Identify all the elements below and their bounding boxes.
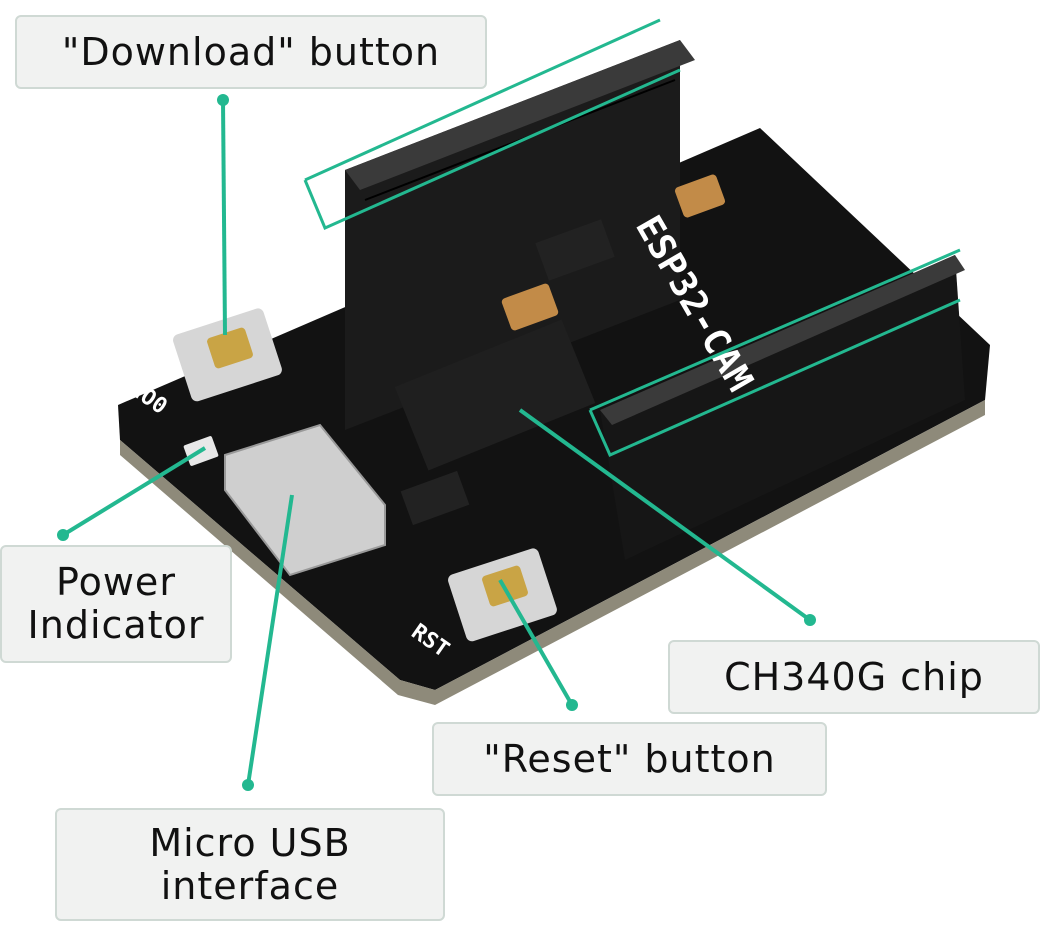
micro-usb-port — [224, 423, 386, 577]
leader-ch340g — [518, 408, 812, 622]
leader-reset — [498, 579, 574, 706]
download-switch-cap — [207, 327, 253, 369]
reset-button-label-text: "Reset" button — [483, 736, 776, 781]
leader-download — [221, 99, 227, 336]
header-right-highlight — [588, 248, 961, 457]
ch340g-chip-label: CH340G chip — [668, 640, 1040, 714]
header-right-side — [600, 255, 965, 560]
download-button-label-text: "Download" button — [61, 29, 441, 74]
capacitor-1 — [674, 174, 726, 218]
header-back-highlight — [303, 18, 681, 230]
pcb-edge — [120, 400, 985, 705]
power-indicator-label-text: Power Indicator — [27, 560, 205, 647]
power-indicator-label: Power Indicator — [0, 545, 232, 663]
transistor — [400, 470, 470, 526]
micro-usb-label: Micro USB interface — [55, 808, 445, 921]
capacitor-2 — [501, 283, 559, 331]
download-button-label: "Download" button — [15, 15, 487, 89]
header-back-top — [345, 40, 695, 190]
leader-power — [61, 446, 207, 537]
ch340g-package — [394, 319, 596, 471]
micro-usb-label-text: Micro USB interface — [149, 820, 351, 908]
ch340g-chip-label-text: CH340G chip — [724, 654, 984, 699]
reset-button-label: "Reset" button — [432, 722, 827, 796]
header-right-top — [600, 255, 965, 425]
leader-dots — [57, 94, 816, 791]
regulator — [535, 219, 615, 281]
leader-lines — [61, 99, 812, 786]
leader-usb — [246, 494, 294, 786]
